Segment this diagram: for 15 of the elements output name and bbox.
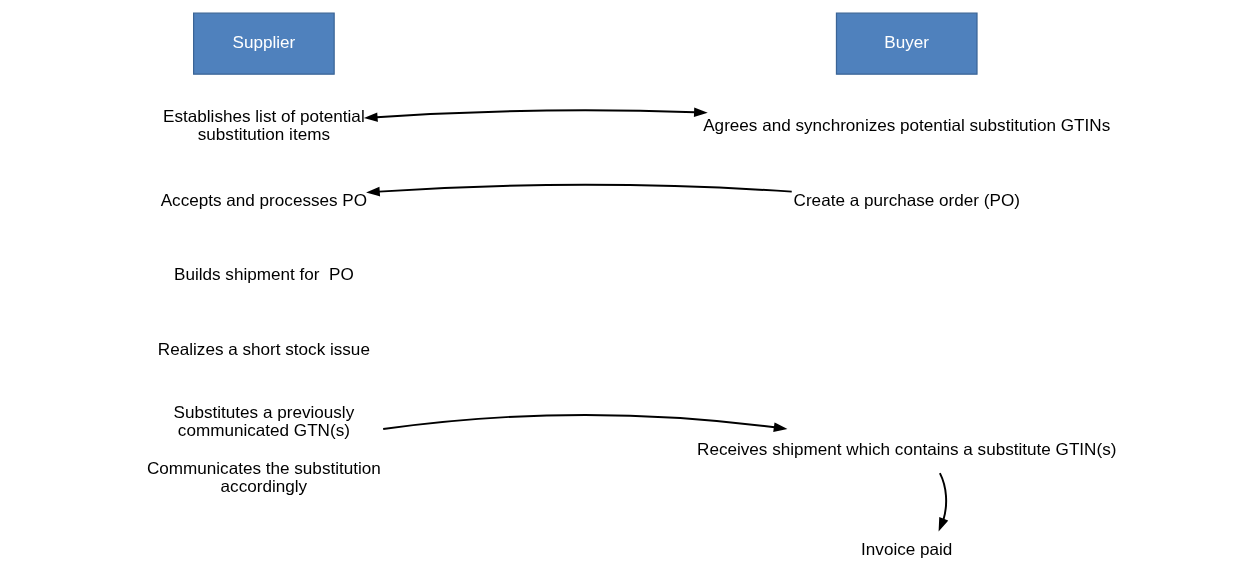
arrow	[363, 107, 708, 122]
node-box: Supplier	[192, 12, 335, 75]
arrow	[381, 413, 787, 432]
label: Realizes a short stock issue	[157, 339, 370, 359]
node-text: Agrees and synchronizes potential substitution GTINs	[702, 116, 1110, 136]
label: Builds shipment for PO	[173, 265, 354, 285]
arrow	[938, 472, 948, 532]
arrow	[365, 183, 793, 197]
node-text: Create a purchase order (PO)	[793, 190, 1020, 210]
node-box: Buyer	[835, 12, 978, 75]
node-text: Invoice paid	[860, 540, 952, 560]
node-text: Receives shipment which contains a substitute GTIN(s)	[696, 440, 1116, 460]
node-text: Accepts and processes PO	[160, 190, 367, 210]
node-text: Substitutes a previously communicated GTN(s) Communicates the substitution accordingly	[146, 402, 381, 497]
node-text: Establishes list of potential substitution items	[162, 107, 365, 145]
